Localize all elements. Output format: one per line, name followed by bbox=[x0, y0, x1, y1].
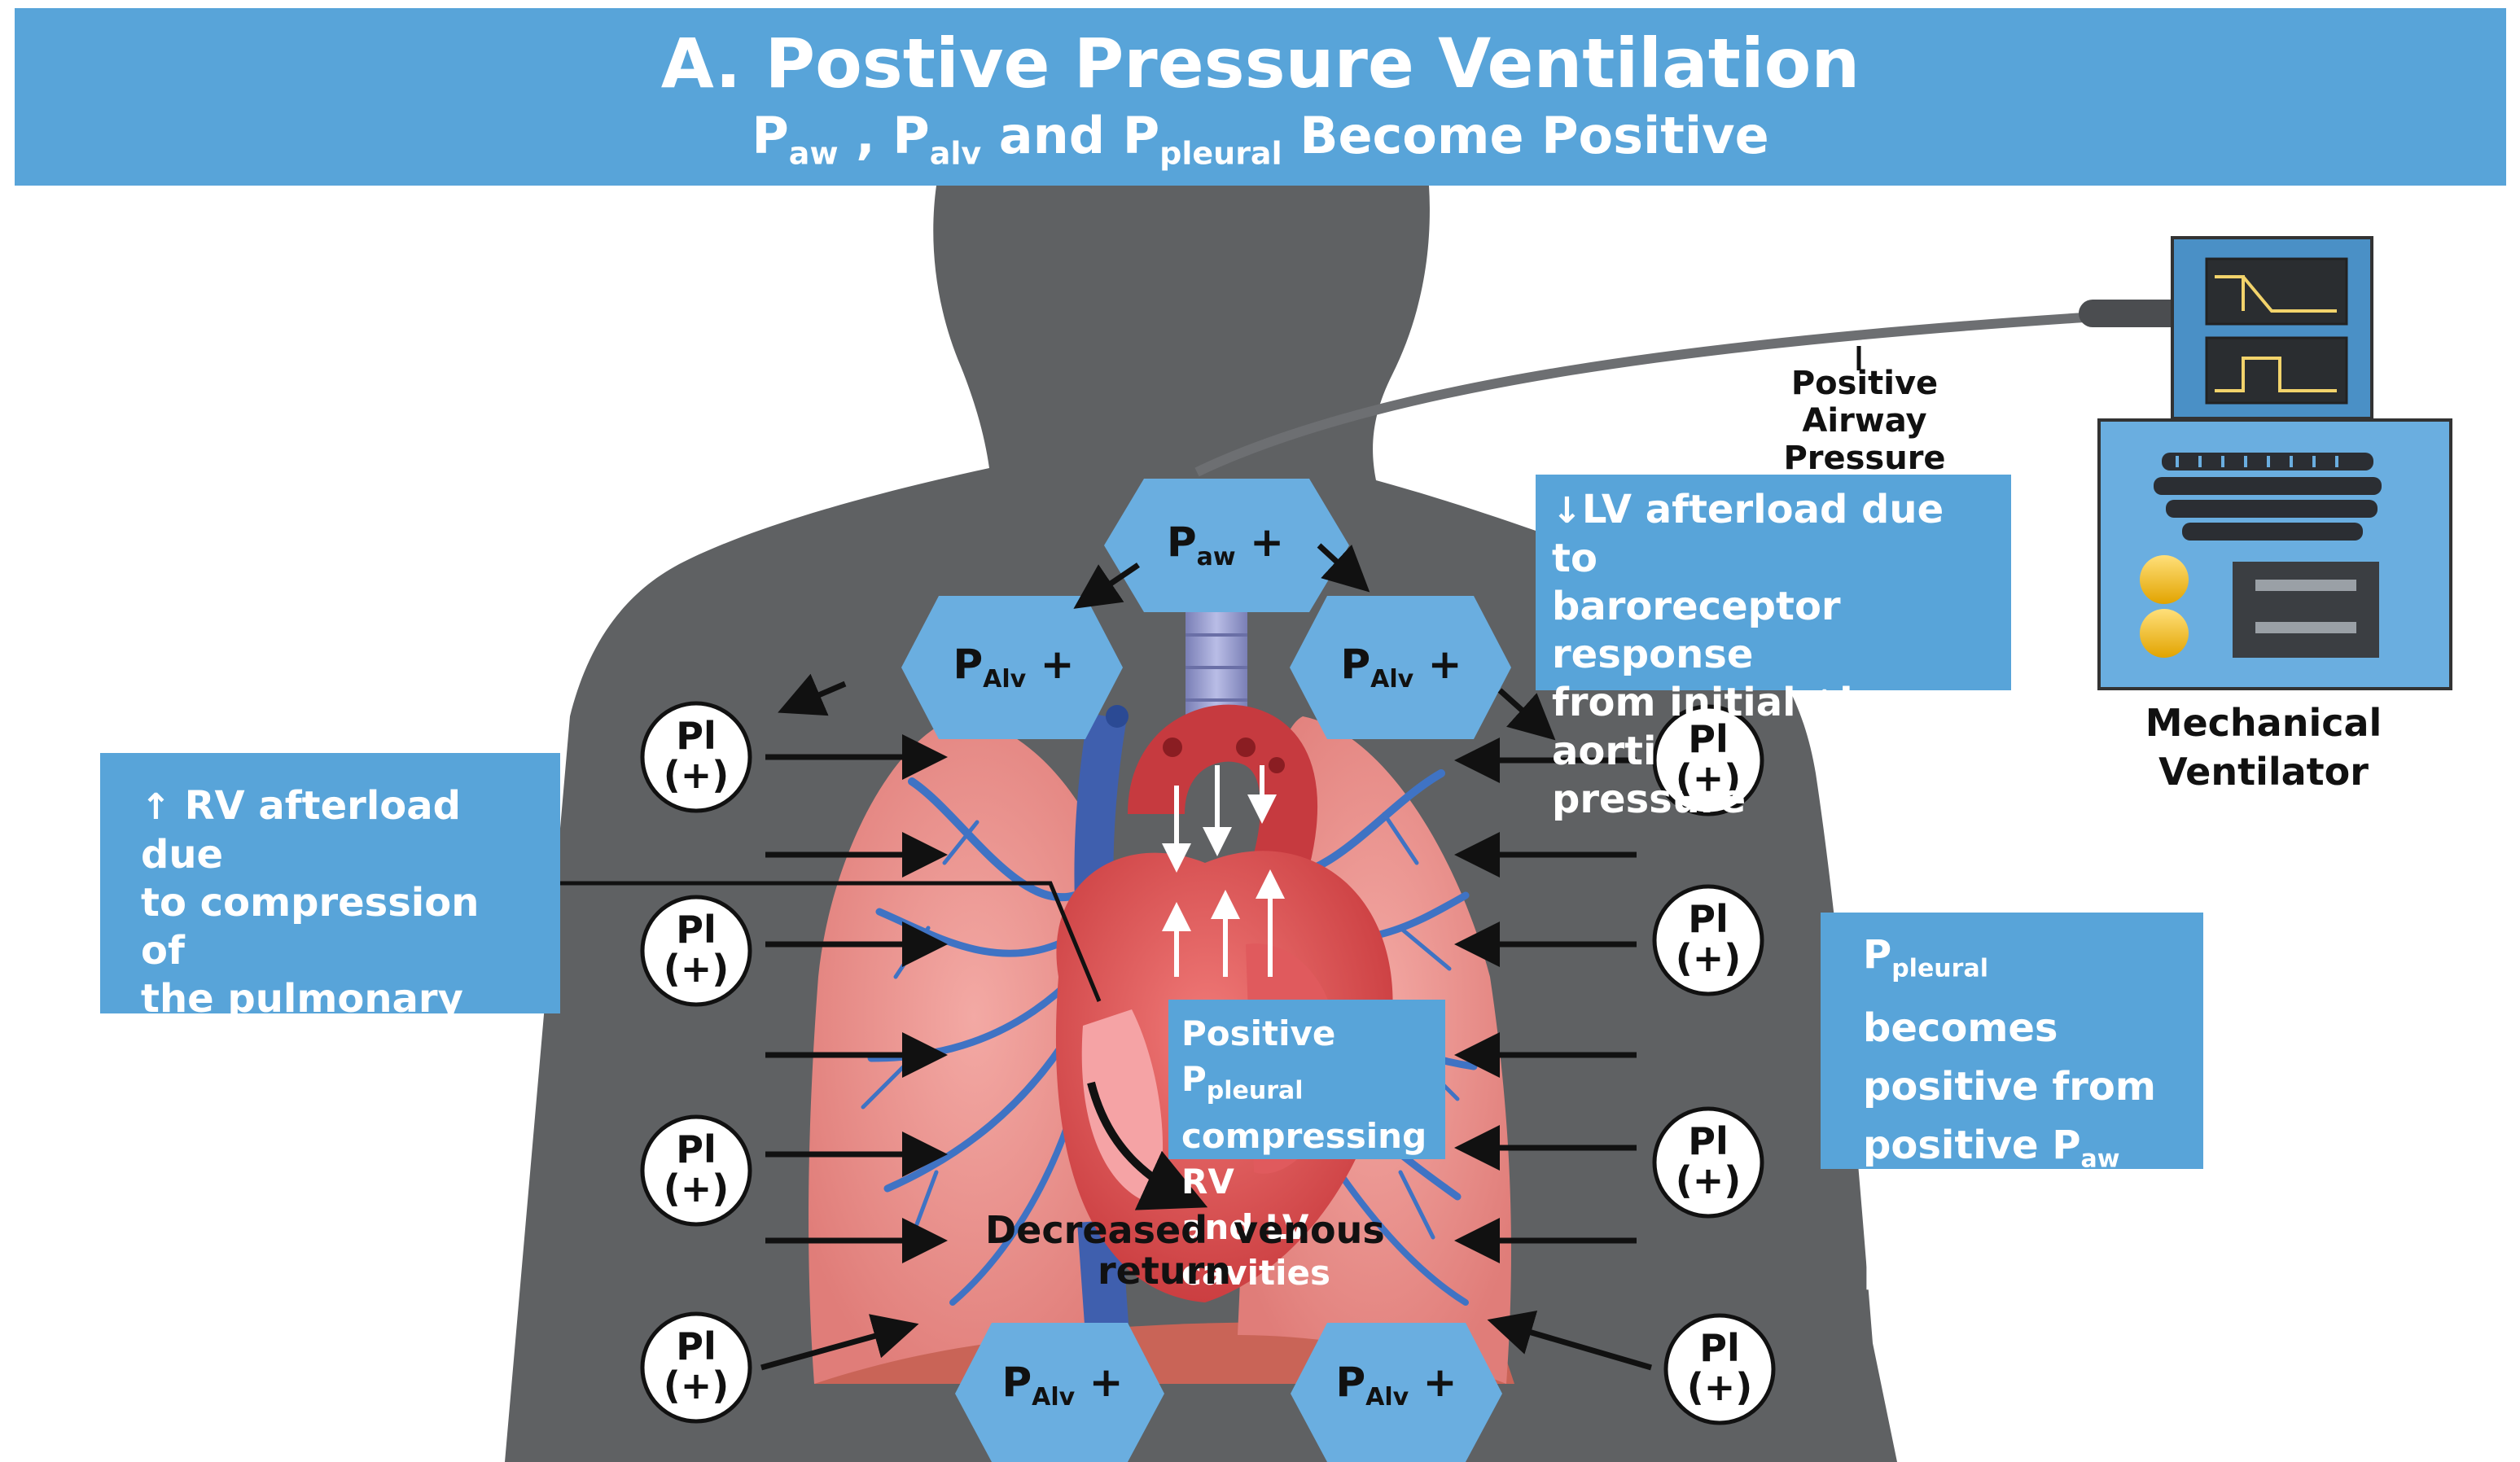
up-arrow-icon: ↑ bbox=[141, 786, 171, 828]
alv-label-upper-right: PAlv + bbox=[1308, 640, 1495, 704]
positive-airway-pressure-label: Positive Airway Pressure bbox=[1726, 365, 2003, 477]
alv-label-lower-right: PAlv + bbox=[1303, 1358, 1490, 1422]
subtitle-subscript: alv bbox=[930, 135, 981, 171]
subtitle-part: Become Positive bbox=[1282, 106, 1769, 165]
subtitle-subscript: pleural bbox=[1159, 135, 1282, 171]
pleural-label-right-3: Pl(+) bbox=[1659, 1122, 1757, 1200]
pleural-positive-box: Ppleural becomes positive from positive … bbox=[1821, 913, 2203, 1169]
lv-afterload-box: ↓LV afterload due to baroreceptor respon… bbox=[1536, 475, 2011, 690]
page-subtitle: Paw , Palv and Ppleural Become Positive bbox=[15, 99, 2506, 190]
page-title: A. Postive Pressure Ventilation bbox=[15, 23, 2506, 104]
subtitle-part: P bbox=[752, 106, 788, 165]
ventilator-label: Mechanical Ventilator bbox=[2036, 698, 2492, 796]
subtitle-part: , P bbox=[839, 106, 930, 165]
pleural-label-left-3: Pl(+) bbox=[647, 1130, 745, 1208]
pleural-label-left-4: Pl(+) bbox=[647, 1327, 745, 1405]
rv-afterload-box: ↑ RV afterload due to compression of the… bbox=[100, 753, 560, 1013]
header-banner: A. Postive Pressure Ventilation Paw , Pa… bbox=[15, 8, 2506, 186]
pleural-label-left-2: Pl(+) bbox=[647, 910, 745, 988]
pleural-label-right-4: Pl(+) bbox=[1671, 1328, 1768, 1407]
decreased-venous-return-label: Decreased venous return bbox=[985, 1210, 1343, 1291]
pleural-label-right-2: Pl(+) bbox=[1659, 900, 1757, 978]
alv-label-lower-left: PAlv + bbox=[969, 1358, 1156, 1422]
paw-label: Paw + bbox=[1124, 518, 1327, 582]
alv-label-upper-left: PAlv + bbox=[920, 640, 1107, 704]
up-arrow-icon: ↑ bbox=[1809, 683, 1839, 724]
compress-box: Positive Ppleural compressing RV and LV … bbox=[1168, 1000, 1445, 1159]
subtitle-part: and P bbox=[981, 106, 1159, 165]
pleural-label-left-1: Pl(+) bbox=[647, 716, 745, 794]
down-arrow-icon: ↓ bbox=[1552, 490, 1582, 532]
subtitle-subscript: aw bbox=[789, 135, 839, 171]
up-arrow-icon: ↑ bbox=[141, 1075, 171, 1117]
